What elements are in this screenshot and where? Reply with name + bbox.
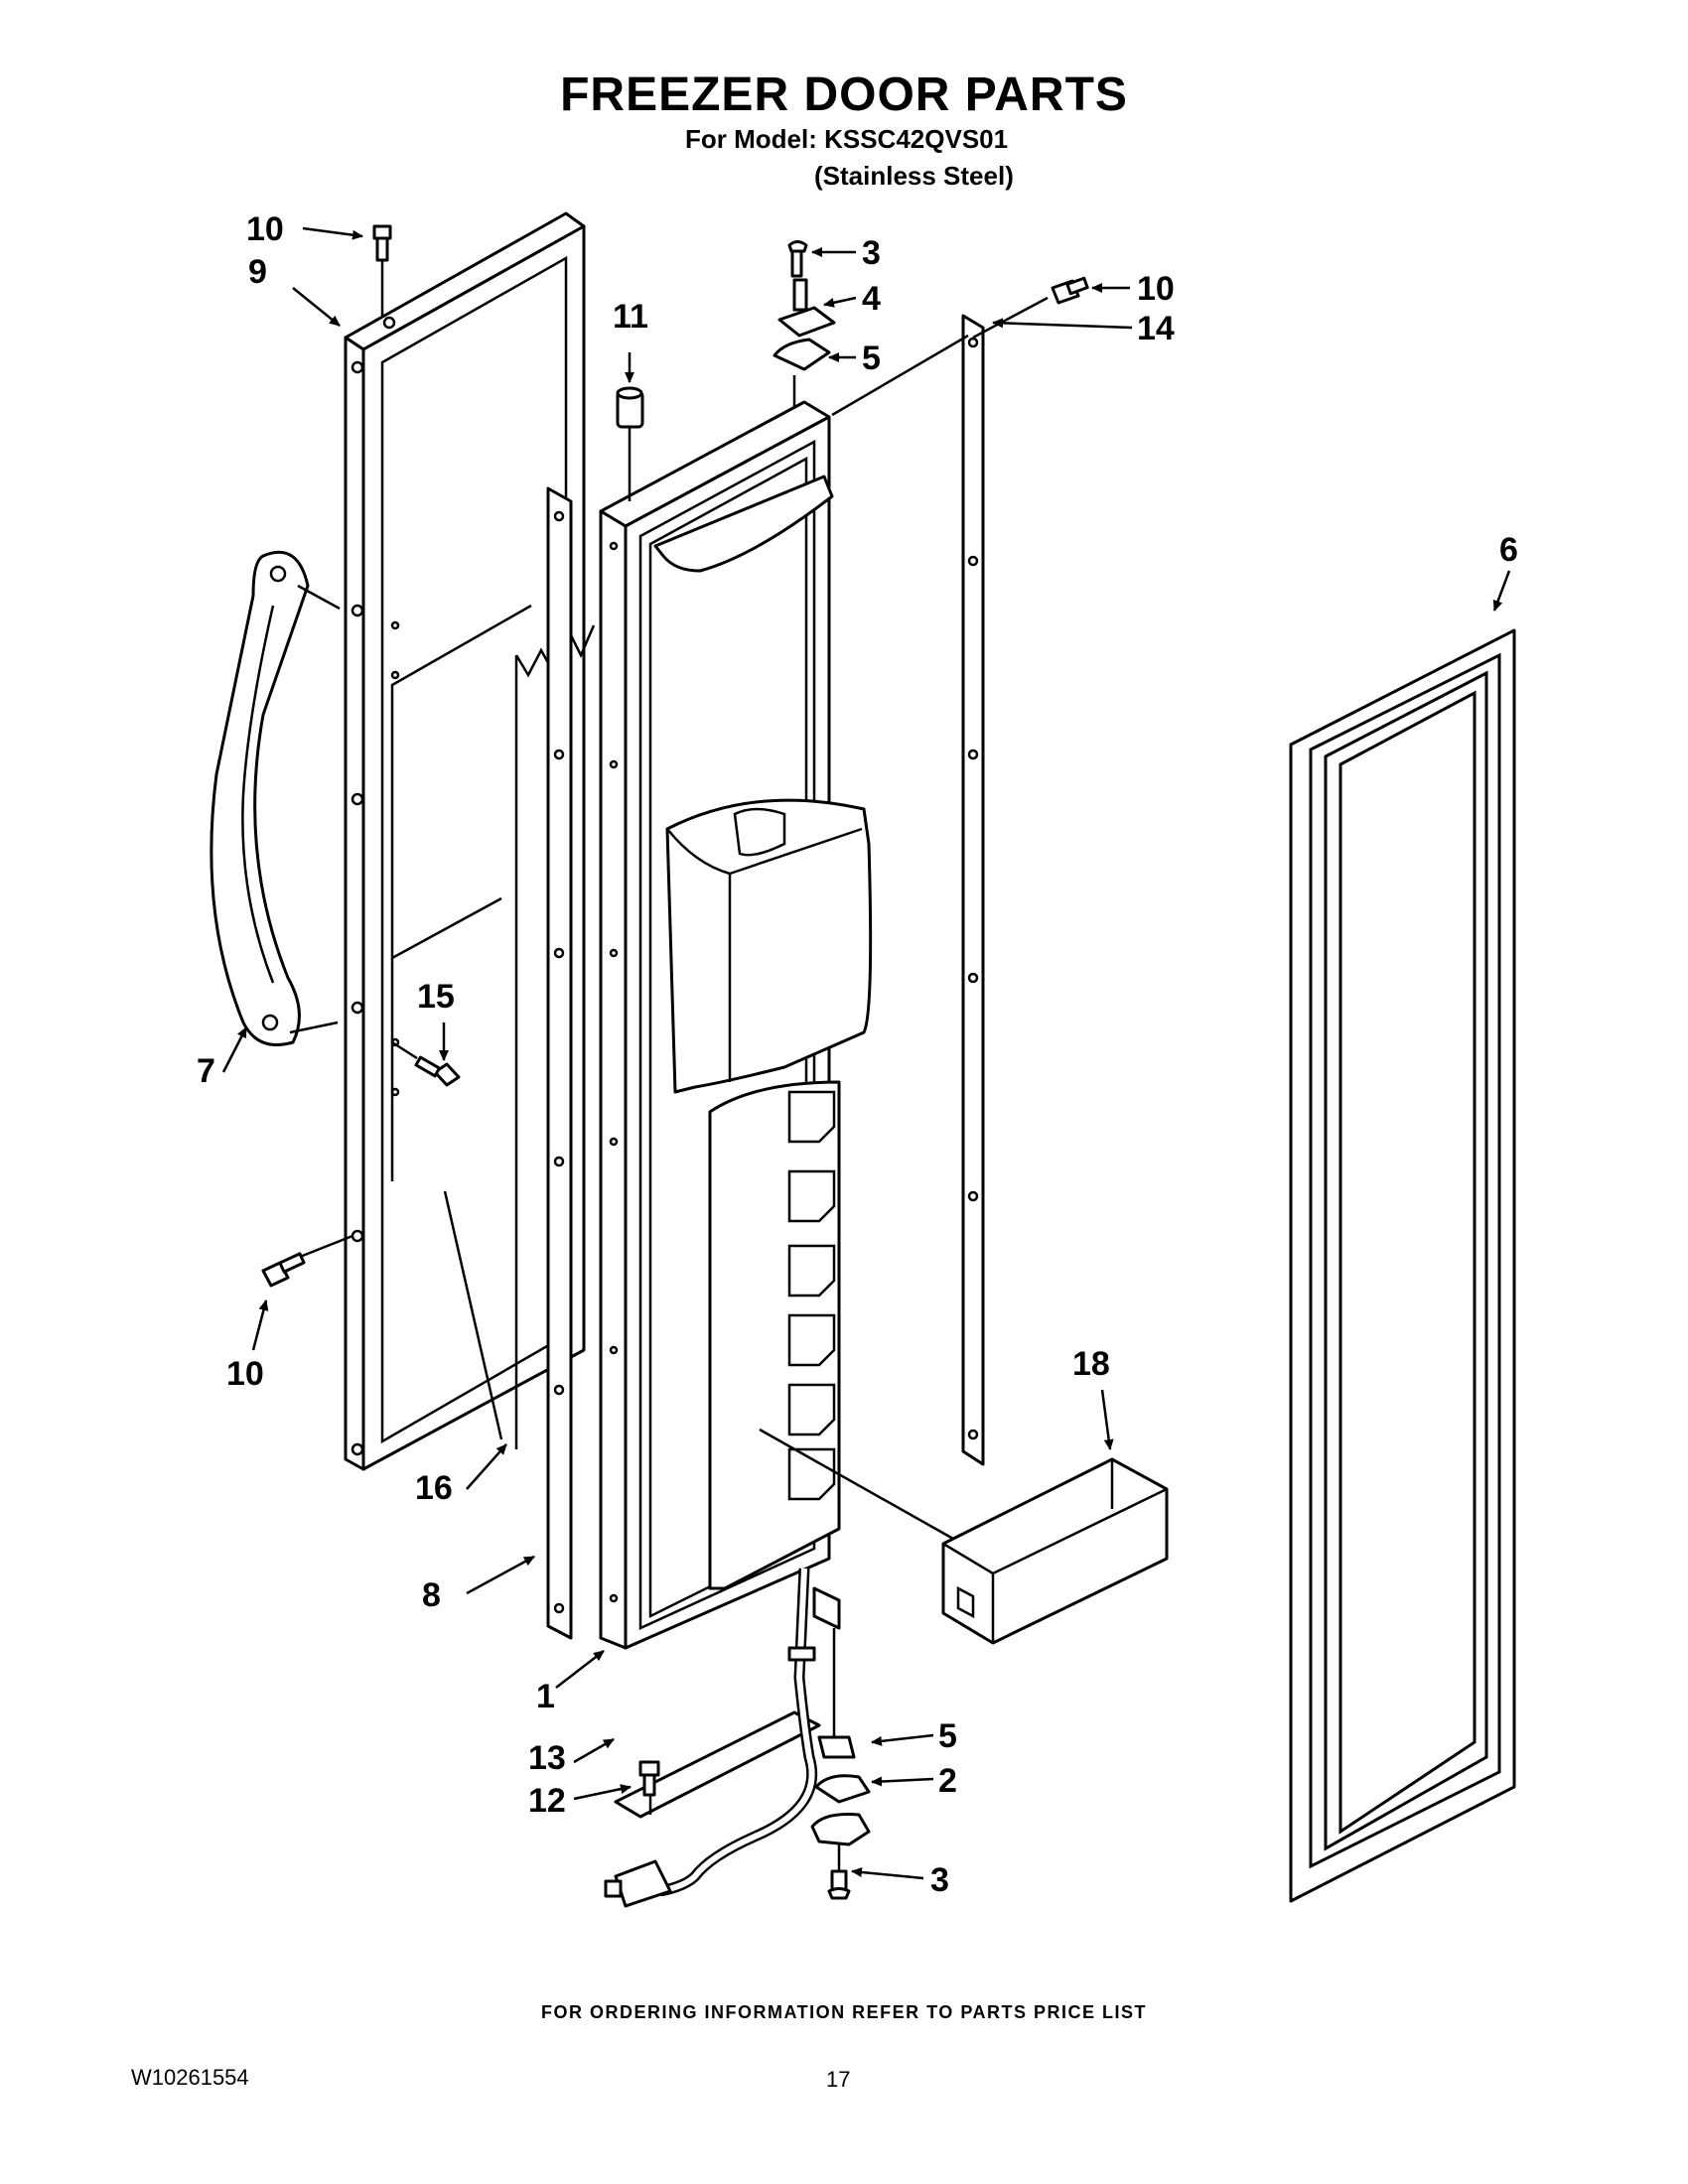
model-line: For Model: KSSC42QVS01 (685, 124, 1009, 154)
callout-6: 6 (1499, 531, 1518, 569)
screw-side (391, 1040, 461, 1087)
plug-button (616, 386, 644, 501)
door-handle (210, 550, 341, 1046)
callout-11: 11 (613, 298, 648, 336)
callout-13: 13 (528, 1739, 566, 1777)
side-trim-strip (546, 486, 596, 1640)
callout-15: 15 (417, 978, 455, 1016)
bottom-hinge-bracket (614, 1586, 841, 1819)
callout-5-bottom: 5 (938, 1717, 957, 1755)
callout-arrows (221, 226, 1511, 1880)
document-number: W10261554 (131, 2065, 249, 2090)
door-bin (941, 1457, 1169, 1645)
page-number: 17 (826, 2067, 851, 2092)
callout-10-left: 10 (226, 1355, 264, 1393)
door-gasket (1289, 628, 1516, 1903)
callout-3-bottom: 3 (930, 1861, 949, 1899)
callout-18: 18 (1072, 1345, 1110, 1383)
callout-3-top: 3 (862, 234, 881, 272)
ordering-note: FOR ORDERING INFORMATION REFER TO PARTS … (540, 2002, 1147, 2022)
top-hinge-assembly (773, 240, 836, 407)
screw-bottom-bracket (638, 1760, 660, 1797)
callout-12: 12 (528, 1782, 566, 1820)
door-strip (831, 296, 1049, 1466)
screw-top-right (1051, 276, 1089, 305)
page-title: FREEZER DOOR PARTS (560, 68, 1128, 121)
callout-10-top-right: 10 (1137, 270, 1175, 308)
callout-labels: 10 9 3 4 5 11 10 14 6 7 15 10 16 18 8 1 … (197, 210, 1518, 1899)
screw-handle-lower (261, 1234, 353, 1288)
callout-5-top: 5 (862, 340, 881, 377)
callout-14: 14 (1137, 310, 1175, 347)
inner-door-liner (599, 400, 954, 1650)
bottom-hinge-stack (810, 1735, 871, 1900)
wire-harness (604, 1568, 818, 1908)
callout-16: 16 (415, 1469, 453, 1507)
callout-1: 1 (536, 1678, 555, 1715)
screw-top-left (372, 224, 392, 316)
callout-8: 8 (422, 1576, 441, 1614)
finish-line: (Stainless Steel) (814, 161, 1014, 191)
callout-7: 7 (197, 1052, 215, 1090)
outer-door-panel (344, 211, 586, 1471)
door-insulation (390, 604, 554, 1449)
callout-10-top-left: 10 (246, 210, 284, 248)
callout-9: 9 (248, 253, 267, 291)
callout-4: 4 (862, 280, 881, 318)
callout-2: 2 (938, 1762, 957, 1800)
